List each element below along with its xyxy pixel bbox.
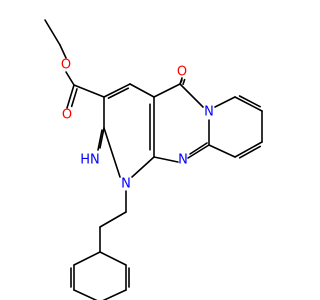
bond-c7-c8-inner bbox=[238, 95, 261, 108]
bond-c10a-n11 bbox=[153, 156, 179, 163]
bond-ph-4 bbox=[73, 289, 98, 300]
bond-c3-c4-inner bbox=[107, 87, 130, 99]
atom-label-ketone-o: O bbox=[177, 65, 187, 80]
bond-c2-imine bbox=[99, 127, 105, 149]
bond-c5-o-inner bbox=[182, 78, 186, 86]
atom-label-ring-n1: N bbox=[121, 177, 131, 192]
bond-n11-c11a-inner bbox=[189, 142, 208, 155]
bond-ph-6 bbox=[73, 251, 101, 266]
atom-label-ring-n-bridge: N bbox=[204, 105, 214, 120]
molecule-diagram: O O O HN N N N bbox=[44, 19, 263, 300]
bond-c2-n1 bbox=[103, 127, 121, 178]
bond-c5-o bbox=[179, 77, 183, 85]
atom-label-ester-o-single: O bbox=[61, 58, 71, 73]
bond-ethyl-ch3 bbox=[44, 19, 61, 46]
bond-c4-c4a bbox=[129, 83, 155, 98]
bond-ch2-ch2 bbox=[99, 211, 127, 228]
bond-ester-o-carbonyl bbox=[65, 71, 75, 86]
bonds bbox=[44, 19, 263, 300]
atom-label-imine-n: HN bbox=[80, 153, 100, 168]
bond-c5-n6 bbox=[179, 83, 204, 108]
bond-c9-c10-inner bbox=[238, 145, 262, 159]
bond-c2-imine-double bbox=[97, 129, 103, 151]
bond-ethyl-o bbox=[59, 44, 67, 59]
bond-n11-c11a bbox=[187, 144, 210, 159]
atom-labels: O O O HN N N N bbox=[61, 58, 214, 192]
bond-ph-3 bbox=[102, 289, 127, 300]
molecule-structure: O O O HN N N N bbox=[44, 19, 263, 300]
bond-ester-carbonyl bbox=[66, 84, 75, 109]
bond-c3-c4 bbox=[103, 83, 131, 98]
bond-ph-1 bbox=[99, 251, 127, 266]
bond-c9-c10 bbox=[234, 141, 263, 158]
bond-ester-ring bbox=[73, 84, 105, 98]
bond-c4a-c5 bbox=[153, 83, 181, 98]
atom-label-ester-o-double: O bbox=[62, 108, 72, 123]
atom-label-ring-n-aromatic: N bbox=[178, 153, 188, 168]
bond-n6-c7 bbox=[214, 96, 236, 108]
bond-c7-c8 bbox=[234, 96, 263, 112]
bond-c10-c11a bbox=[208, 144, 236, 158]
bond-n1-c10a bbox=[131, 156, 155, 178]
bond-ester-carbonyl-inner bbox=[70, 88, 78, 108]
